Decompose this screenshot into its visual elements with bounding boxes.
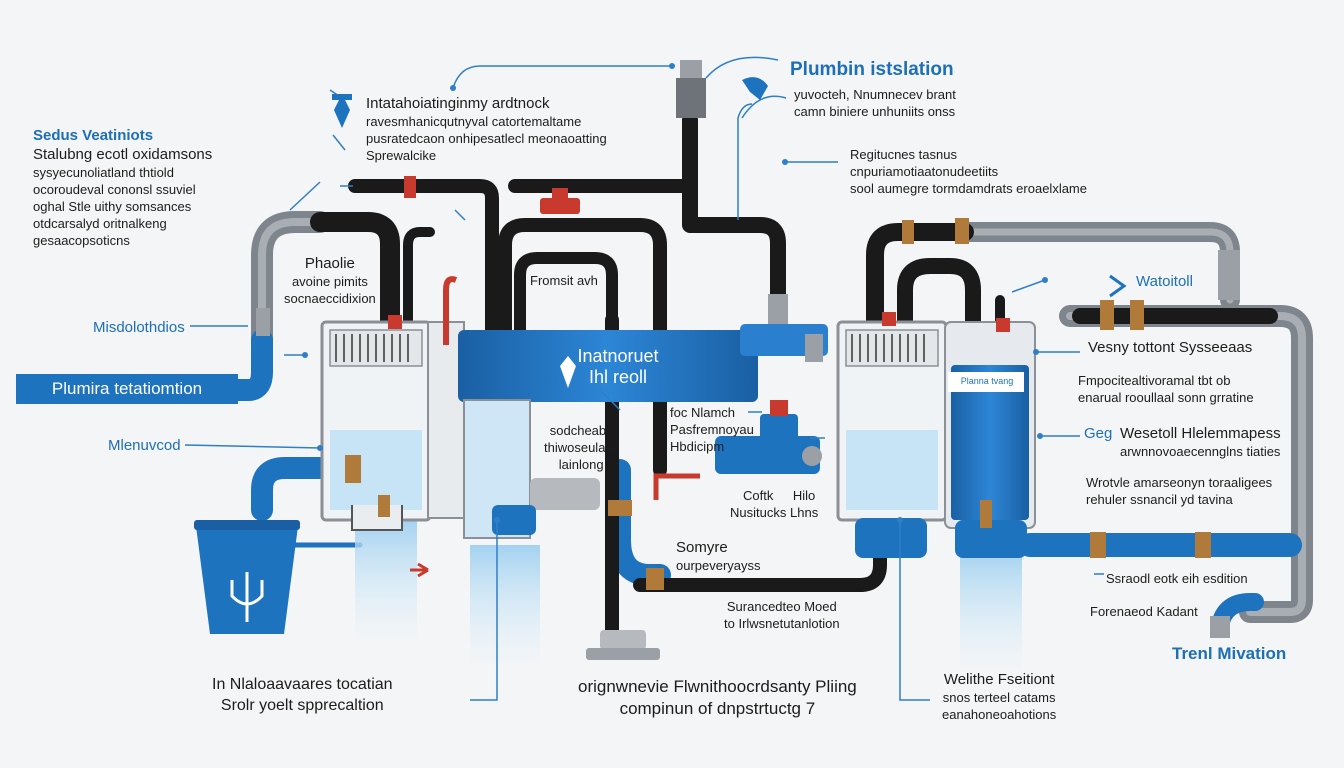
right-fop-line: Fmpocitealtivoramal tbt ob: [1078, 373, 1231, 388]
upper-right-line: Regitucnes tasnus: [850, 147, 957, 162]
bottom-right-line: Welithe Fseitiont: [943, 671, 1055, 688]
right-fop-callout: Fmpocitealtivoramal tbt ob enarual rooul…: [1078, 372, 1254, 406]
right-watoll-label: Watoitoll: [1136, 273, 1193, 290]
center-valve-assembly: [676, 60, 823, 474]
tank-line: Inatnoruet: [577, 346, 659, 366]
trenl-label: Trenl Mivation: [1172, 644, 1287, 663]
gray-supply-pipes: [251, 211, 1313, 623]
top-center-line: pusratedcaon onhipesatlecl meonaoatting: [366, 131, 607, 146]
top-left-line: ocoroudeval cononsl ssuviel: [33, 182, 196, 197]
somyre-line: ourpeveryayss: [676, 558, 761, 573]
valves-and-fittings: [388, 176, 1230, 660]
bottom-left-line: Srolr yoelt spprecaltion: [220, 697, 384, 714]
bottom-right-line: snos terteel catams: [942, 690, 1056, 705]
center-left-line: lainlong: [558, 457, 604, 472]
right-forenad-label: Forenaeod Kadant: [1090, 604, 1198, 619]
top-left-line: Stalubng ecotl oxidamsons: [33, 146, 213, 163]
upper-right-line: cnpuriamotiaatonudeetiits: [850, 164, 999, 179]
bottom-left-callout: In Nlaloaavaares tocatian Srolr yoelt sp…: [212, 674, 393, 716]
somyre-callout: Somyre ourpeveryayss: [676, 538, 761, 574]
bottom-center-line: compinun of dnpstrtuctg 7: [619, 699, 816, 718]
left-mid-label: Misdolothdios: [93, 319, 185, 336]
callout-leaders: [184, 56, 1104, 701]
left-lower-label: Mlenuvcod: [108, 437, 181, 454]
right-wrota-line: rehuler ssnancil yd tavina: [1086, 492, 1233, 507]
center-blue-tank: [458, 324, 828, 539]
top-left-line: oghal Stle uithy somsances: [33, 199, 192, 214]
top-left-heading: Sedus Veatiniots: [33, 127, 154, 144]
phaolie-line: Phaolie: [304, 255, 355, 272]
top-center-line: Sprewalcike: [366, 148, 437, 163]
bottom-right-line: eanahoneoahotions: [942, 707, 1057, 722]
hilo-line: Lhns: [790, 505, 819, 520]
frensit-label: Fromsit avh: [530, 273, 598, 288]
top-right-line: camn biniere unhuniits onss: [794, 104, 956, 119]
center-right-line: Hbdicipm: [670, 439, 725, 454]
hilo-line: Hilo: [792, 488, 816, 503]
black-drain-pipes: [310, 63, 1278, 657]
tank-tag-label: Planna tvang: [960, 376, 1014, 386]
coftk-callout: Coftk Nusitucks: [730, 487, 786, 521]
tank-line: Ihl reoll: [588, 367, 648, 387]
upper-right-line: sool aumegre tormdamdrats eroaelxlame: [850, 181, 1087, 196]
suranod-line: to Irlwsnetutanlotion: [724, 616, 840, 631]
diagram-title: Plumbin istslation: [790, 59, 954, 80]
top-center-callout: Intatahoiatinginmy ardtnock ravesmhanicq…: [366, 94, 607, 164]
center-left-callout: sodcheabs thiwoseulalie lainlong: [544, 422, 618, 473]
title-banner: Plumira tetatiomtion: [16, 374, 238, 404]
right-vesny-label: Vesny tottont Sysseeaas: [1088, 339, 1253, 356]
tank-label: Inatnoruet Ihl reoll: [528, 346, 708, 388]
right-wesel-line: Wesetoll Hlelemmapess: [1120, 425, 1281, 442]
center-left-line: sodcheabs: [549, 423, 613, 438]
center-right-line: foc Nlamch: [670, 405, 736, 420]
coftk-line: Nusitucks: [730, 505, 787, 520]
phaolie-callout: Phaolie avoine pimits socnaeccidixion: [284, 254, 376, 307]
top-right-line: yuvocteh, Nnumnecev brant: [794, 87, 956, 102]
droplet-icon: [332, 94, 352, 128]
right-ssaod-label: Ssraodl eotk eih esdition: [1106, 571, 1248, 586]
center-right-callout: foc Nlamch Pasfremnoyau Hbdicipm: [670, 404, 754, 455]
upper-right-callout: Regitucnes tasnus cnpuriamotiaatonudeeti…: [850, 146, 1087, 197]
suranod-callout: Surancedteo Moed to Irlwsnetutanlotion: [724, 598, 840, 632]
bottom-center-line: orignwnevie Flwnithoocrdsanty Pliing: [578, 677, 857, 696]
top-left-line: otdcarsalyd oritnalkeng: [33, 216, 167, 231]
top-center-line: ravesmhanicqutnyval catortemaltame: [366, 114, 582, 129]
hilo-callout: Hilo Lhns: [790, 487, 818, 521]
right-wrota-line: Wrotvle amarseonyn toraaligees: [1086, 475, 1273, 490]
top-center-line: Intatahoiatinginmy ardtnock: [366, 95, 550, 112]
valve-handle-icon: [1109, 274, 1127, 298]
right-wrota-callout: Wrotvle amarseonyn toraaligees rehuler s…: [1086, 474, 1272, 508]
right-wesel-callout: Wesetoll Hlelemmapess arwnnovoaecennglns…: [1120, 424, 1281, 460]
faucet-icon: [742, 77, 768, 100]
left-filter-unit: [256, 308, 465, 531]
somyre-line: Somyre: [676, 539, 728, 556]
top-left-line: gesaacopsoticns: [33, 233, 130, 248]
right-geg-label: Geg: [1084, 425, 1113, 442]
phaolie-line: avoine pimits: [291, 274, 368, 289]
center-right-line: Pasfremnoyau: [670, 422, 754, 437]
bottom-right-callout: Welithe Fseitiont snos terteel catams ea…: [942, 670, 1056, 723]
coftk-line: Coftk: [743, 488, 774, 503]
phaolie-line: socnaeccidixion: [284, 291, 376, 306]
center-left-line: thiwoseulalie: [544, 440, 619, 455]
suranod-line: Surancedteo Moed: [726, 599, 837, 614]
bottom-left-line: In Nlaloaavaares tocatian: [212, 676, 393, 693]
water-streams: [355, 520, 1022, 670]
water-bucket: [194, 520, 300, 634]
leader-dots: [302, 63, 1048, 523]
bottom-center-callout: orignwnevie Flwnithoocrdsanty Pliing com…: [578, 676, 857, 720]
right-wesel-line: arwnnovoaecennglns tiaties: [1120, 444, 1281, 459]
right-fop-line: enarual rooullaal sonn grratine: [1078, 390, 1254, 405]
top-left-callout: Sedus Veatiniots Stalubng ecotl oxidamso…: [33, 126, 212, 249]
top-left-line: sysyecunoliatland thtiold: [33, 165, 174, 180]
right-filter-unit: [836, 218, 1240, 558]
top-right-callout: yuvocteh, Nnumnecev brant camn biniere u…: [794, 86, 956, 120]
